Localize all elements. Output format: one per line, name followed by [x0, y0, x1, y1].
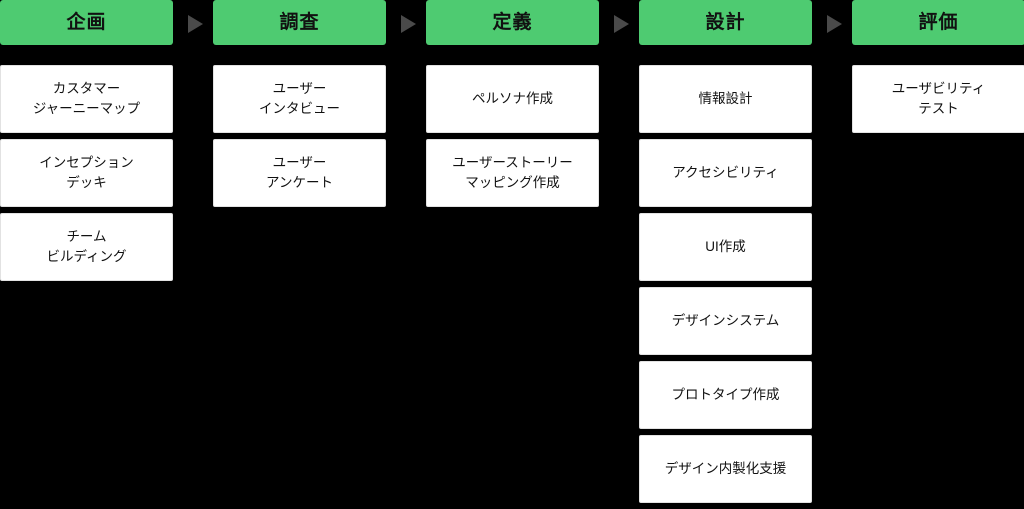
phase-column-definition: 定義ペルソナ作成ユーザーストーリー マッピング作成 [426, 0, 599, 213]
task-card[interactable]: UI作成 [639, 213, 812, 281]
task-card-label: プロトタイプ作成 [671, 387, 780, 403]
triangle-right-glyph [401, 15, 416, 33]
task-card[interactable]: ユーザー アンケート [213, 139, 386, 207]
triangle-right-icon [401, 15, 418, 33]
phase-card-list: ユーザビリティ テスト [852, 65, 1024, 133]
task-card[interactable]: 情報設計 [639, 65, 812, 133]
task-card[interactable]: チーム ビルディング [0, 213, 173, 281]
task-card[interactable]: デザインシステム [639, 287, 812, 355]
task-card[interactable]: ユーザー インタビュー [213, 65, 386, 133]
triangle-right-glyph [188, 15, 203, 33]
phase-card-list: 情報設計アクセシビリティ UI作成デザインシステムプロトタイプ作成デザイン内製化支… [639, 65, 812, 503]
phase-header-label: 企画 [66, 12, 107, 33]
task-card[interactable]: プロトタイプ作成 [639, 361, 812, 429]
task-card-label: インセプション デッキ [39, 155, 134, 190]
phase-header-design[interactable]: 設計 [639, 0, 812, 45]
triangle-right-icon [188, 15, 205, 33]
phase-column-research: 調査ユーザー インタビューユーザー アンケート [213, 0, 386, 213]
task-card[interactable]: ユーザーストーリー マッピング作成 [426, 139, 599, 207]
phase-header-label: 設計 [705, 12, 746, 33]
triangle-right-glyph [827, 15, 842, 33]
task-card-label: ユーザビリティ テスト [891, 81, 986, 116]
phase-header-definition[interactable]: 定義 [426, 0, 599, 45]
triangle-right-icon [614, 15, 631, 33]
task-card[interactable]: アクセシビリティ [639, 139, 812, 207]
phase-header-planning[interactable]: 企画 [0, 0, 173, 45]
task-card-label: ユーザーストーリー マッピング作成 [452, 155, 573, 190]
task-card[interactable]: インセプション デッキ [0, 139, 173, 207]
task-card[interactable]: ペルソナ作成 [426, 65, 599, 133]
phase-header-evaluation[interactable]: 評価 [852, 0, 1024, 45]
task-card-label: ユーザー アンケート [266, 155, 333, 190]
phase-column-design: 設計情報設計アクセシビリティ UI作成デザインシステムプロトタイプ作成デザイン内製… [639, 0, 812, 509]
task-card-label: デザイン内製化支援 [664, 461, 787, 477]
phase-column-planning: 企画カスタマー ジャーニーマップインセプション デッキチーム ビルディング [0, 0, 173, 287]
task-card-label: ペルソナ作成 [472, 91, 553, 107]
task-card-label: チーム ビルディング [46, 229, 127, 264]
triangle-right-glyph [614, 15, 629, 33]
task-card[interactable]: ユーザビリティ テスト [852, 65, 1024, 133]
task-card-label: ユーザー インタビュー [259, 81, 340, 116]
task-card-label: デザインシステム [671, 313, 780, 329]
phase-card-list: ユーザー インタビューユーザー アンケート [213, 65, 386, 207]
task-card-label: アクセシビリティ [672, 165, 779, 181]
task-card-label: UI作成 [705, 239, 746, 255]
triangle-right-icon [827, 15, 844, 33]
phase-header-label: 調査 [279, 12, 320, 33]
task-card[interactable]: カスタマー ジャーニーマップ [0, 65, 173, 133]
task-card-label: カスタマー ジャーニーマップ [32, 81, 141, 116]
phase-header-label: 評価 [918, 12, 959, 33]
phase-card-list: カスタマー ジャーニーマップインセプション デッキチーム ビルディング [0, 65, 173, 281]
phase-header-research[interactable]: 調査 [213, 0, 386, 45]
task-card-label: 情報設計 [698, 91, 753, 107]
phase-card-list: ペルソナ作成ユーザーストーリー マッピング作成 [426, 65, 599, 207]
phase-column-evaluation: 評価ユーザビリティ テスト [852, 0, 1024, 139]
task-card[interactable]: デザイン内製化支援 [639, 435, 812, 503]
phase-header-label: 定義 [492, 12, 533, 33]
